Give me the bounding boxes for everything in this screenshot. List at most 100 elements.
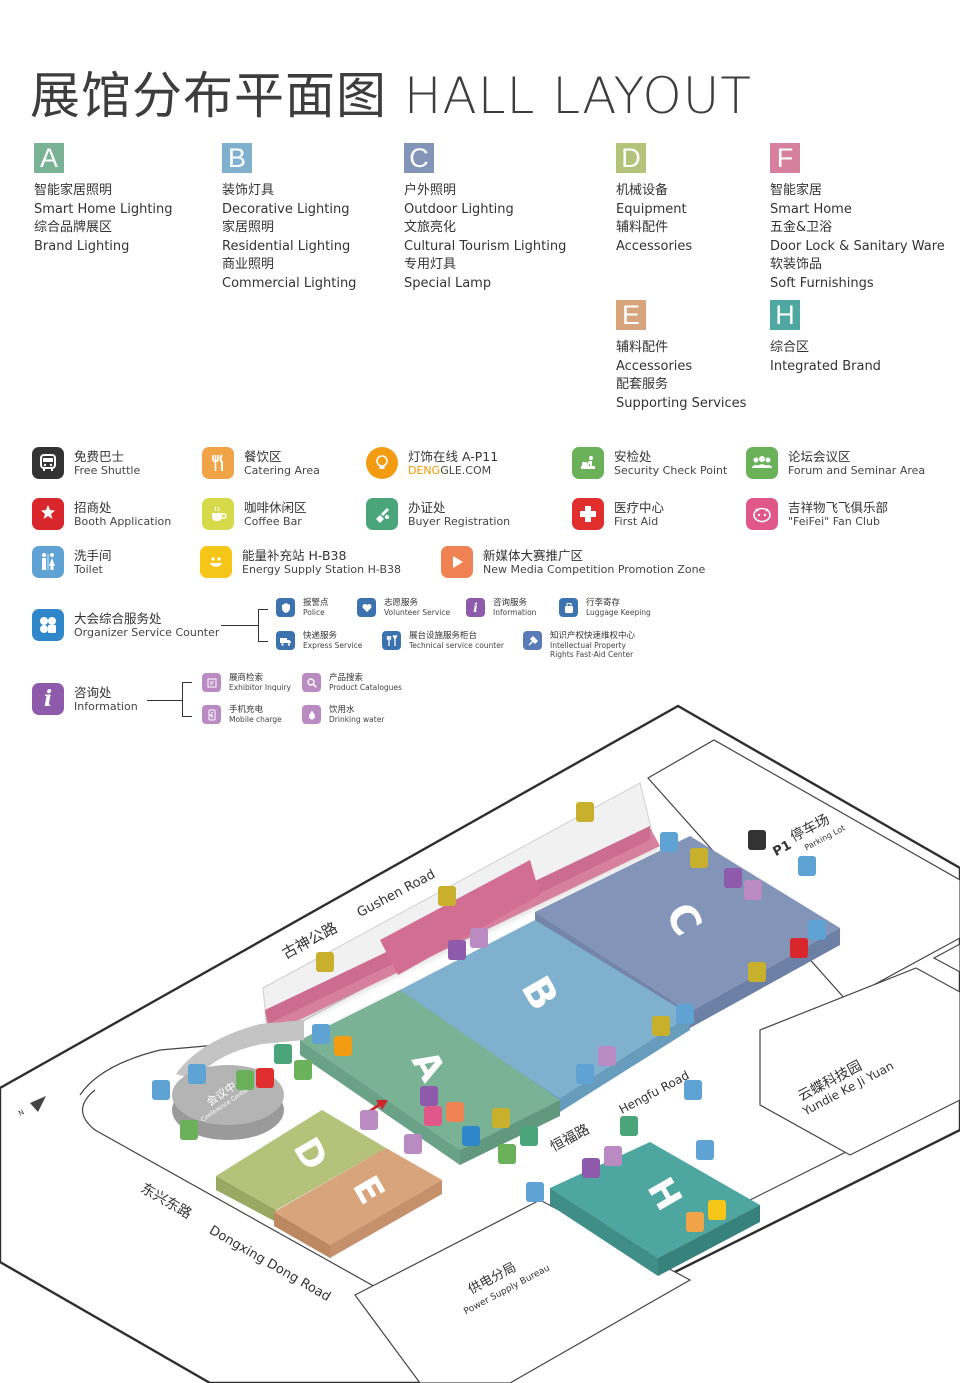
legend-label-en: Free Shuttle: [74, 463, 141, 477]
service-label-cn: 咨询服务: [493, 598, 528, 608]
service-label-en: Drinking water: [329, 715, 385, 724]
legend-label-en: Catering Area: [244, 463, 320, 477]
search-icon: [302, 673, 321, 692]
service-label-en: Mobile charge: [229, 715, 282, 724]
map-marker-gilf-icon: [790, 938, 808, 958]
hall-legend-c: C 户外照明 Outdoor Lighting 文旅亮化 Cultural To…: [404, 143, 566, 294]
map-marker-security-icon: [498, 1144, 516, 1164]
site-curve-left: [79, 1039, 276, 1096]
hall-c-line: Cultural Tourism Lighting: [404, 238, 567, 254]
service-label-en: Volunteer Service: [384, 608, 451, 617]
hall-letter-a: A: [34, 143, 64, 173]
map-marker-water-icon: [598, 1046, 616, 1066]
tools-icon: [382, 631, 401, 650]
legend-label-cn: 安检处: [614, 448, 652, 464]
map-marker-play-icon: [446, 1102, 464, 1122]
map-marker-coffee-icon: [690, 848, 708, 868]
service-label-en: Rights Fast-Aid Center: [550, 650, 634, 659]
hall-legend-b: B 装饰灯具 Decorative Lighting 家居照明 Resident…: [222, 143, 356, 294]
hall-e-side: [274, 1212, 330, 1258]
service-label-en: Technical service counter: [409, 641, 504, 650]
volunteer-icon: [357, 598, 376, 617]
first-aid-icon: [572, 498, 604, 530]
map-marker-fan-club-icon: [424, 1106, 442, 1126]
map-marker-coffee-icon: [652, 1016, 670, 1036]
power-block: [354, 1199, 692, 1383]
hall-a-line: 智能家居照明: [34, 183, 113, 198]
map-marker-coffee-icon: [748, 962, 766, 982]
service-label-cn: 展台设施服务柜台: [409, 631, 478, 641]
hall-b-line: Residential Lighting: [222, 238, 351, 254]
legend-label-cn: 咨询处: [74, 684, 112, 700]
hall-d-line: 辅料配件: [616, 220, 669, 236]
map-marker-security-icon: [620, 1116, 638, 1136]
legend-label-cn: 咖啡休闲区: [244, 499, 307, 515]
right-block: [932, 943, 960, 973]
hall-f-strip: [380, 860, 540, 975]
map-marker-toilet-icon: [696, 1140, 714, 1160]
legend-label-en: "FeiFei" Fan Club: [788, 514, 880, 528]
hall-h-line: Integrated Brand: [770, 358, 881, 374]
hall-b: [396, 920, 690, 1098]
map-marker-info-icon: [724, 868, 742, 888]
hall-d: [216, 1110, 386, 1210]
forum-icon: [746, 447, 778, 479]
smile-icon: [200, 546, 232, 578]
legend-label-en: Buyer Registration: [408, 514, 511, 528]
hall-b-line: Commercial Lighting: [222, 275, 357, 291]
service-label-cn: 志愿服务: [384, 598, 419, 608]
service-label-cn: 报警点: [303, 598, 329, 608]
map-marker-water-icon: [360, 1110, 378, 1130]
map-marker-toilet-icon: [316, 952, 334, 972]
water-icon: [302, 705, 321, 724]
toilet-icon: [32, 546, 64, 578]
hall-b-side: [560, 1015, 690, 1112]
map-marker-info-icon: [448, 940, 466, 960]
map-marker-first-aid-icon: [256, 1068, 274, 1088]
hall-letter-b: B: [222, 143, 252, 173]
hall-e-line: Supporting Services: [616, 395, 747, 411]
legend-label-cn: 吉祥物飞飞俱乐部: [788, 499, 889, 515]
service-label-en: Express Service: [303, 641, 363, 650]
service-label-en: Luggage Keeping: [586, 608, 651, 617]
hall-legend-d: D 机械设备 Equipment 辅料配件 Accessories: [616, 143, 692, 256]
map-marker-security-icon: [520, 1126, 538, 1146]
legend-label-cn: 新媒体大赛推广区: [483, 547, 584, 563]
legend-label-en: Toilet: [74, 562, 103, 576]
map-marker-toilet-icon: [676, 1004, 694, 1024]
map-marker-info-icon: [582, 1158, 600, 1178]
map-marker-bulb-icon: [334, 1036, 352, 1056]
bracket: [258, 609, 268, 642]
hall-legend-f: F 智能家居 Smart Home 五金&卫浴 Door Lock & Sani…: [770, 143, 945, 294]
map-marker-toilet-icon: [312, 1024, 330, 1044]
site-map: 会议中心 Conference Center F C B A D E H 古神公…: [0, 704, 960, 1383]
registration-icon: [366, 498, 398, 530]
hall-d-line: Accessories: [616, 238, 693, 254]
hall-f-line: 智能家居: [770, 183, 823, 198]
hall-b-line: 家居照明: [222, 220, 275, 236]
hall-a-line: Smart Home Lighting: [34, 201, 173, 217]
hall-e-line: 配套服务: [616, 377, 669, 393]
service-label-en: Intellectual Property: [550, 641, 626, 650]
legend-label-en: Forum and Seminar Area: [788, 463, 926, 477]
fork-knife-icon: [202, 447, 234, 479]
charge-icon: [202, 705, 221, 724]
hall-a-line: 综合品牌展区: [34, 220, 113, 236]
service-label-en: Product Catalogues: [329, 683, 402, 692]
hall-b-line: 装饰灯具: [222, 183, 275, 198]
legend-label-en: Security Check Point: [614, 463, 728, 477]
legend-label-cn: 大会综合服务处: [74, 610, 162, 626]
legend-label-cn: 论坛会议区: [788, 448, 851, 464]
legend-label-en: Energy Supply Station H-B38: [242, 562, 401, 576]
